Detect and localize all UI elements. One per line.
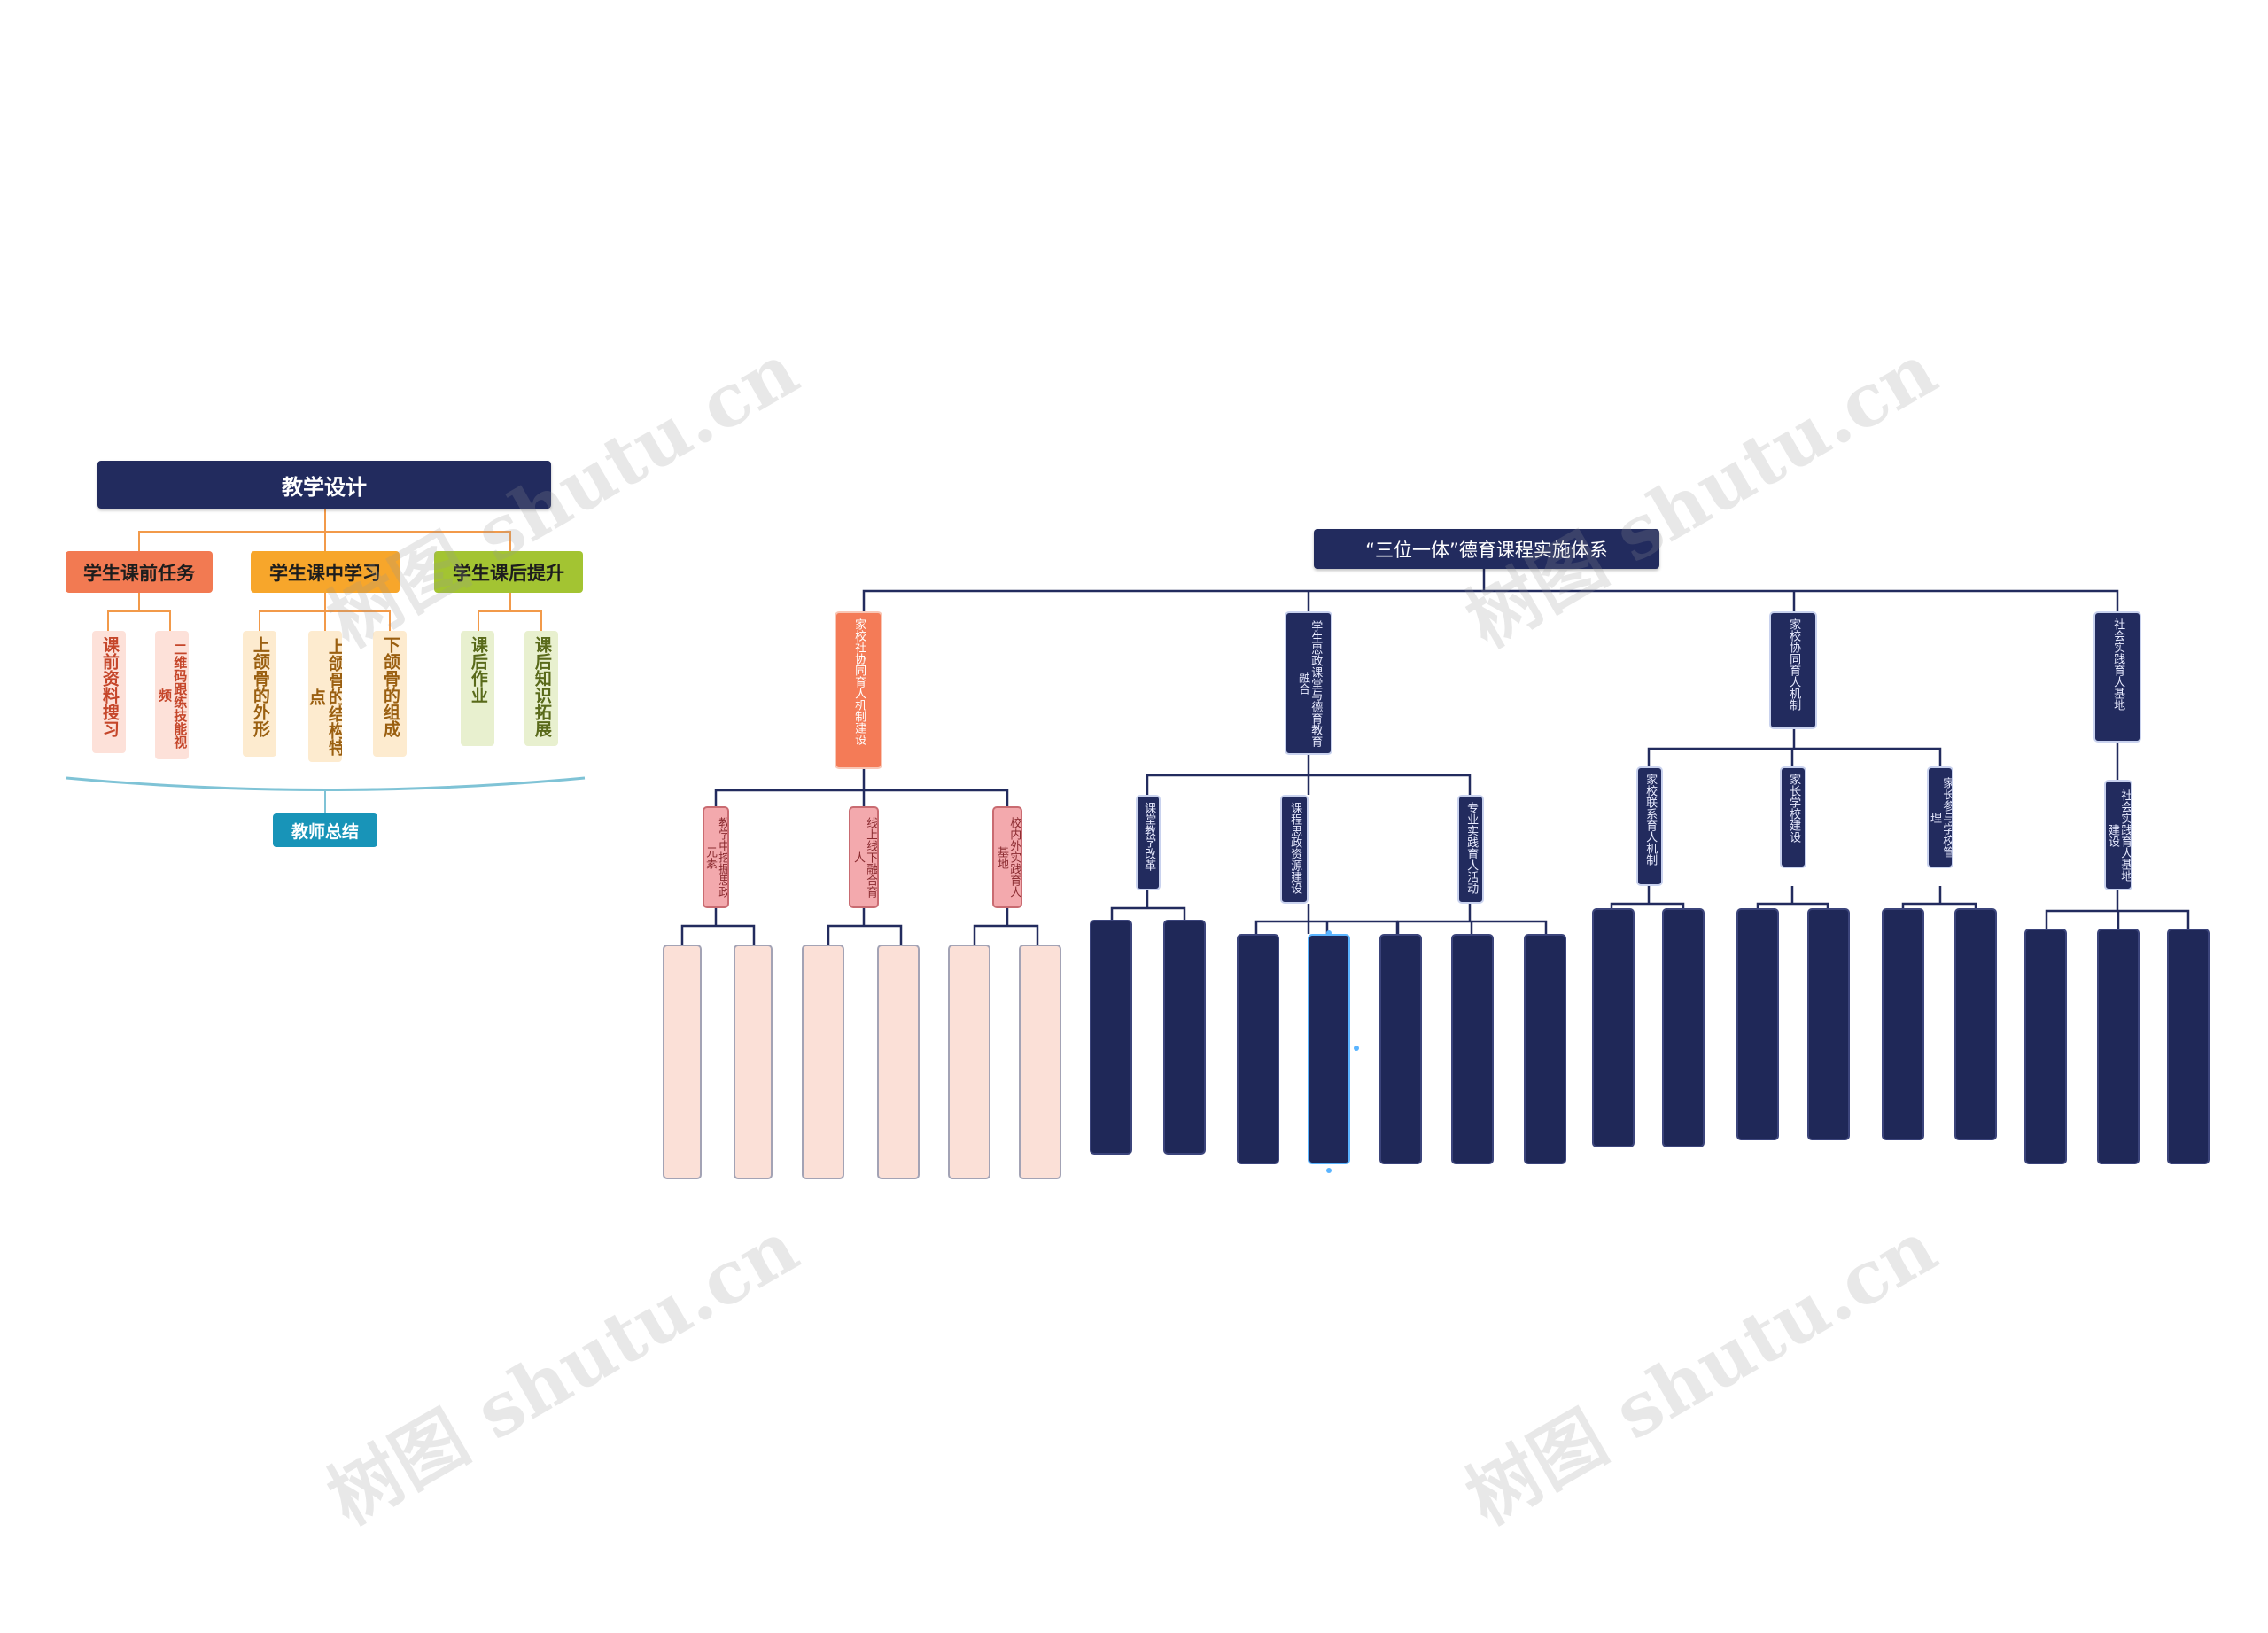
leaf-knowledge-extension[interactable]: 课后知识拓展	[524, 631, 558, 746]
leaf-maxilla-shape[interactable]: 上颌骨的外形	[243, 631, 276, 757]
after-class-improve-node[interactable]: 学生课后提升	[434, 551, 583, 593]
sub-2-1[interactable]: 课堂教学改革	[1136, 795, 1161, 890]
sub-2-3[interactable]: 专业实践育人活动	[1457, 795, 1484, 904]
sub-3-3[interactable]: 家长参与学校管理	[1927, 766, 1953, 868]
sub-2-2[interactable]: 课程思政资源建设	[1280, 795, 1309, 904]
in-class-learning-node[interactable]: 学生课中学习	[251, 551, 400, 593]
leaf-3-5[interactable]	[1882, 908, 1924, 1140]
three-in-one-root[interactable]: “三位一体”德育课程实施体系	[1314, 529, 1659, 569]
leaf-qr-video[interactable]: 二维码跟练技能视频	[155, 631, 189, 759]
leaf-2-3[interactable]	[1237, 934, 1279, 1164]
leaf-1-4[interactable]	[877, 945, 920, 1179]
leaf-homework[interactable]: 课后作业	[461, 631, 494, 746]
leaf-mandible-composition[interactable]: 下颌骨的组成	[373, 631, 407, 757]
leaf-maxilla-structure[interactable]: 上颌骨的结构特点	[308, 631, 342, 762]
leaf-3-6[interactable]	[1954, 908, 1997, 1140]
sub-1-3[interactable]: 校内外实践育人基地	[992, 806, 1022, 908]
teacher-summary-node[interactable]: 教师总结	[273, 813, 377, 847]
sub-1-2[interactable]: 线上线下融合育人	[849, 806, 879, 908]
leaf-2-4[interactable]	[1308, 934, 1350, 1164]
leaf-3-1[interactable]	[1592, 908, 1635, 1147]
leaf-3-3[interactable]	[1736, 908, 1779, 1140]
branch-4[interactable]: 社会实践育人基地	[2093, 611, 2141, 743]
leaf-1-5[interactable]	[948, 945, 990, 1179]
selection-handle-top[interactable]	[1326, 930, 1332, 936]
sub-3-2[interactable]: 家长学校建设	[1780, 766, 1806, 868]
branch-3[interactable]: 家校协同育人机制	[1769, 611, 1817, 729]
branch-1[interactable]: 家校社协同育人机制建设	[835, 611, 882, 769]
pre-class-task-node[interactable]: 学生课前任务	[66, 551, 213, 593]
leaf-2-2[interactable]	[1163, 920, 1206, 1155]
sub-1-1[interactable]: 教学中挖掘思政元素	[703, 806, 729, 908]
selection-handle-right[interactable]	[1354, 1046, 1359, 1051]
leaf-1-2[interactable]	[734, 945, 773, 1179]
leaf-2-6[interactable]	[1451, 934, 1494, 1164]
leaf-2-1[interactable]	[1090, 920, 1132, 1155]
leaf-4-3[interactable]	[2167, 929, 2210, 1164]
sub-4-1[interactable]: 社会实践育人基地建设	[2104, 780, 2132, 890]
selection-handle-bottom[interactable]	[1326, 1168, 1332, 1173]
leaf-2-7[interactable]	[1524, 934, 1566, 1164]
leaf-1-3[interactable]	[802, 945, 844, 1179]
leaf-1-6[interactable]	[1019, 945, 1061, 1179]
leaf-1-1[interactable]	[663, 945, 702, 1179]
leaf-3-4[interactable]	[1807, 908, 1850, 1140]
sub-3-1[interactable]: 家校联系育人机制	[1636, 766, 1663, 886]
leaf-3-2[interactable]	[1662, 908, 1705, 1147]
leaf-2-5[interactable]	[1379, 934, 1422, 1164]
leaf-4-2[interactable]	[2097, 929, 2140, 1164]
leaf-4-1[interactable]	[2024, 929, 2067, 1164]
teaching-design-root[interactable]: 教学设计	[97, 461, 551, 509]
branch-2[interactable]: 学生思政课堂与德育教育融合	[1285, 611, 1332, 755]
leaf-pre-class-reading[interactable]: 课前资料搜习	[92, 631, 126, 753]
